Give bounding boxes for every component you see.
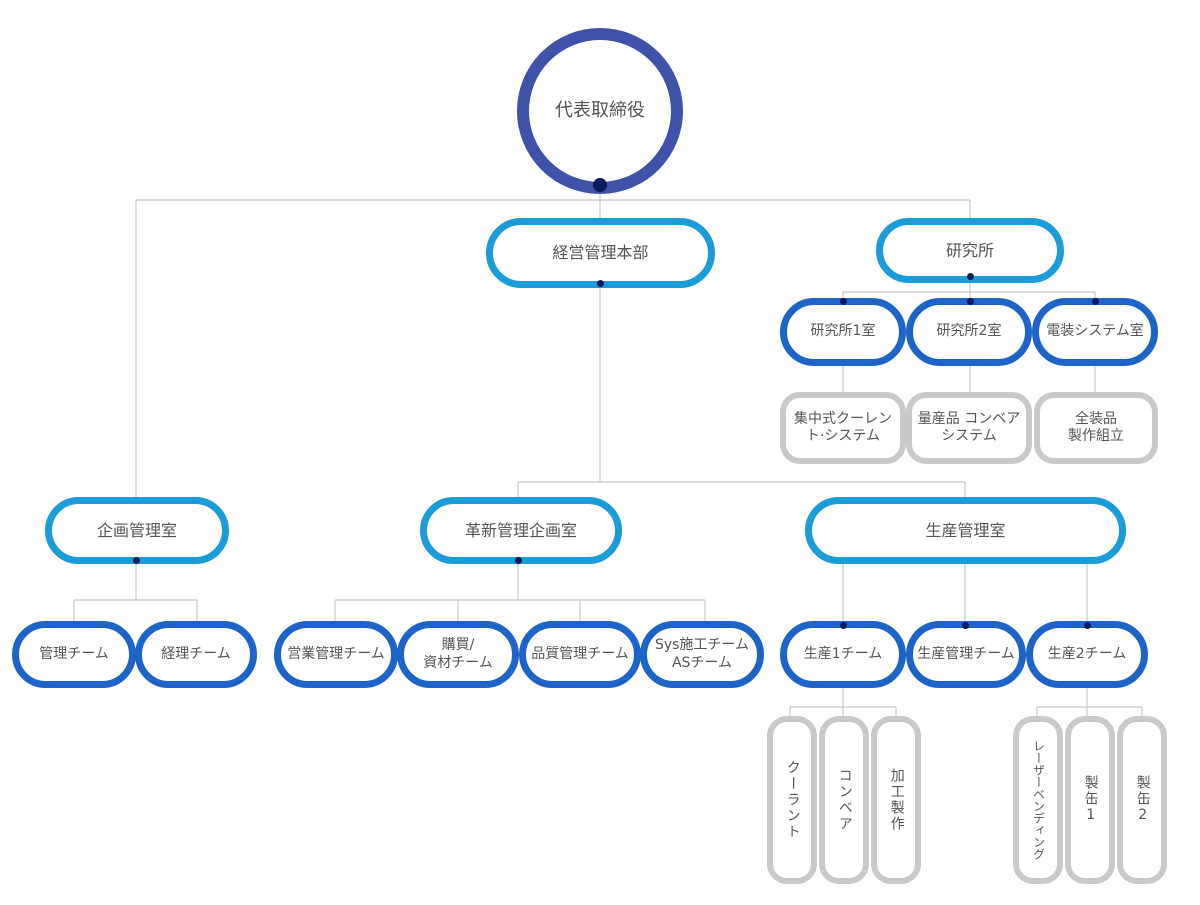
laser-label: レーザーベンディング [1031,740,1046,860]
lab2-item-label: 量産品 コンベア システム [917,410,1021,445]
ceo-node: 代表取締役 [517,28,683,194]
production-label: 生産管理室 [925,520,1006,540]
accounting-team-label: 経理チーム [161,645,231,662]
purchase-team-label: 購買/ 資材チーム [423,637,493,671]
machining-node: 加工製作 [871,716,921,884]
sys-team-label: Sys施工チーム ASチーム [654,637,750,671]
prodmgmt-team-label: 生産管理チーム [917,645,1015,662]
mgmt-hq-node: 経営管理本部 [486,218,715,288]
coolant-node: クーラント [767,716,817,884]
production-node: 生産管理室 [805,497,1126,564]
lab2-item-node: 量産品 コンベア システム [906,392,1032,464]
can2-node: 製缶2 [1117,716,1167,884]
lab2-label: 研究所2室 [936,323,1002,340]
lab2-node: 研究所2室 [906,298,1032,366]
lab1-item-label: 集中式クーレン ト·システム [794,410,892,445]
lab-elec-dot [1092,298,1099,305]
can1-label: 製缶1 [1082,775,1099,825]
lab2-dot [967,298,974,305]
planning-dot [133,557,140,564]
planning-label: 企画管理室 [96,520,177,540]
prod1-team-dot [840,622,847,629]
purchase-team-node: 購買/ 資材チーム [397,621,519,688]
mgmt-hq-dot [597,280,604,287]
prod2-team-dot [1084,622,1091,629]
ceo-label: 代表取締役 [555,99,645,121]
prod2-team-node: 生産2チーム [1026,621,1148,688]
ceo-connector-dot [593,178,607,192]
prod1-team-node: 生産1チーム [780,621,906,688]
innovation-node: 革新管理企画室 [420,497,622,564]
research-dot [967,273,974,280]
planning-node: 企画管理室 [45,497,229,564]
conveyor-node: コンベア [819,716,869,884]
lab1-node: 研究所1室 [780,298,906,366]
research-label: 研究所 [945,240,994,260]
prodmgmt-team-node: 生産管理チーム [906,621,1026,688]
lab1-item-node: 集中式クーレン ト·システム [780,392,906,464]
machining-label: 加工製作 [888,768,905,832]
lab1-dot [840,298,847,305]
sys-team-node: Sys施工チーム ASチーム [640,621,764,688]
mgmt-team-node: 管理チーム [12,621,136,688]
can1-node: 製缶1 [1065,716,1115,884]
mgmt-hq-label: 経営管理本部 [552,243,649,262]
sales-team-label: 営業管理チーム [287,645,385,662]
laser-node: レーザーベンディング [1013,716,1063,884]
prodmgmt-team-dot [962,622,969,629]
innovation-label: 革新管理企画室 [464,520,577,540]
conveyor-label: コンベア [836,768,853,832]
prod2-team-label: 生産2チーム [1047,645,1127,662]
quality-team-label: 品質管理チーム [531,645,629,662]
lab-elec-label: 電装システム室 [1046,323,1144,340]
sales-team-node: 営業管理チーム [274,621,398,688]
prod1-team-label: 生産1チーム [803,645,883,662]
lab-elec-item-label: 全装品 製作組立 [1068,410,1124,445]
quality-team-node: 品質管理チーム [519,621,641,688]
lab-elec-item-node: 全装品 製作組立 [1034,392,1158,464]
lab-elec-node: 電装システム室 [1032,298,1158,366]
mgmt-team-label: 管理チーム [39,645,109,662]
lab1-label: 研究所1室 [810,323,876,340]
accounting-team-node: 経理チーム [135,621,257,688]
can2-label: 製缶2 [1134,775,1151,825]
innovation-dot [515,557,522,564]
coolant-label: クーラント [784,760,801,840]
